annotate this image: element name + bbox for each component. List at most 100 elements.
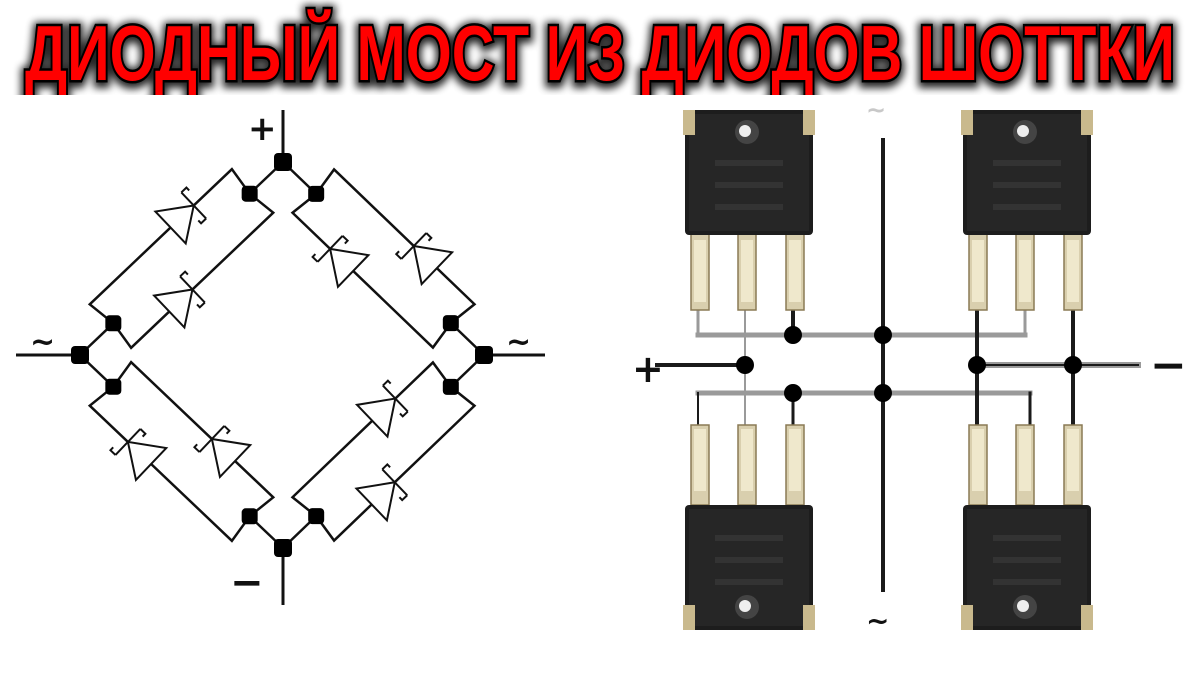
schottky-hook: [398, 494, 408, 502]
bottom-right-package: [961, 424, 1093, 630]
marking-line: [715, 182, 783, 188]
ac-left-terminal-label: ~: [30, 325, 55, 360]
diode-triangle: [354, 481, 397, 523]
diode-cathode-bar: [400, 232, 427, 260]
schematic-junctions: [71, 153, 493, 557]
package-tab: [803, 110, 815, 135]
pin-highlight: [1019, 240, 1031, 302]
pin-highlight: [789, 429, 801, 491]
pin-highlight: [789, 240, 801, 302]
lower-left-diode-1: [193, 425, 253, 480]
schottky-hook: [341, 235, 350, 245]
page-title: ДИОДНЫЙ МОСТ ИЗ ДИОДОВ ШОТТКИ: [25, 9, 1175, 95]
marking-line: [715, 160, 783, 166]
parallel-branch: [87, 385, 251, 543]
junction-dot: [784, 326, 802, 344]
top-left-package: [683, 110, 815, 311]
diode-triangle: [354, 397, 397, 439]
positive-node: [274, 153, 292, 171]
pin-highlight: [972, 429, 984, 491]
junction-dot: [968, 356, 986, 374]
bridge-wiring-diagram: + − ~ ~: [632, 96, 1187, 637]
junction-node: [105, 315, 122, 332]
junction-dot: [1064, 356, 1082, 374]
package-tab: [683, 605, 695, 630]
top-right-package: [961, 110, 1093, 311]
schottky-hook: [311, 253, 319, 263]
diode-triangle: [328, 247, 371, 289]
junction-node: [442, 315, 459, 332]
negative-terminal-label: −: [230, 560, 264, 606]
diode-triangle: [152, 288, 194, 330]
pin-highlight: [1067, 429, 1079, 491]
diode-cathode-bar: [179, 275, 206, 304]
pin-highlight: [741, 429, 753, 491]
parallel-branch: [112, 192, 276, 350]
pin-highlight: [694, 429, 706, 491]
marking-line: [715, 535, 783, 541]
pin-highlight: [694, 240, 706, 302]
mounting-hole-glint: [1017, 600, 1029, 612]
wiring-ac-bottom-label: ~: [866, 604, 889, 637]
bridge-schematic: + − ~ ~: [16, 109, 545, 606]
schottky-hook: [223, 425, 231, 435]
package-tab: [961, 110, 973, 135]
junction-dot: [874, 326, 892, 344]
junction-node: [241, 185, 258, 202]
pin-highlight: [741, 240, 753, 302]
schottky-hook: [109, 446, 117, 456]
ac-right-node: [475, 346, 493, 364]
diode-triangle: [153, 204, 196, 246]
package-tab: [803, 605, 815, 630]
package-tab: [683, 110, 695, 135]
mounting-hole-glint: [1017, 125, 1029, 137]
parallel-branch: [290, 192, 452, 350]
junction-dot: [736, 356, 754, 374]
junction-dot: [784, 384, 802, 402]
diode-triangle: [412, 244, 455, 287]
title-banner: ДИОДНЫЙ МОСТ ИЗ ДИОДОВ ШОТТКИ ДИОДНЫЙ МО…: [0, 0, 1200, 95]
negative-node: [274, 539, 292, 557]
wiring-ac-top-label: ~: [866, 96, 886, 124]
junction-node: [442, 378, 459, 395]
parallel-branch: [87, 167, 251, 325]
diode-cathode-bar: [114, 428, 142, 456]
junction-node: [308, 185, 325, 202]
parallel-branch: [112, 360, 276, 518]
schottky-hook: [394, 250, 403, 260]
title-graphic: ДИОДНЫЙ МОСТ ИЗ ДИОДОВ ШОТТКИ ДИОДНЫЙ МО…: [19, 5, 1181, 95]
diode-triangle: [126, 440, 169, 483]
upper-right-diode-1: [394, 232, 455, 287]
upper-right-diode-2: [311, 235, 371, 289]
schottky-hook: [381, 463, 391, 471]
mounting-hole-glint: [739, 125, 751, 137]
schottky-hook: [196, 301, 206, 309]
lower-right-diode-1: [354, 463, 408, 523]
diode-triangle: [210, 437, 253, 480]
upper-left-diode-1: [152, 270, 206, 330]
pin-highlight: [1067, 240, 1079, 302]
marking-line: [715, 579, 783, 585]
parallel-branch: [315, 385, 477, 543]
diode-cathode-bar: [198, 425, 226, 453]
schottky-hook: [197, 217, 207, 225]
marking-line: [715, 557, 783, 563]
bottom-left-package: [683, 424, 815, 630]
wiring-positive-label: +: [632, 347, 664, 391]
junction-node: [308, 508, 325, 525]
positive-terminal-label: +: [248, 109, 277, 149]
title-glow: ДИОДНЫЙ МОСТ ИЗ ДИОДОВ ШОТТКИ: [25, 11, 1175, 95]
marking-line: [993, 557, 1061, 563]
schottky-hook: [139, 428, 147, 438]
ac-left-node: [71, 346, 89, 364]
marking-line: [993, 579, 1061, 585]
junction-node: [105, 378, 122, 395]
wiring-negative-label: −: [1150, 340, 1187, 391]
parallel-branch: [315, 167, 477, 325]
upper-left-diode-2: [153, 186, 207, 246]
marking-line: [993, 204, 1061, 210]
diode-packages: [683, 110, 1093, 630]
diode-cathode-bar: [382, 384, 409, 413]
wiring-buses: [655, 138, 1141, 592]
marking-line: [993, 160, 1061, 166]
